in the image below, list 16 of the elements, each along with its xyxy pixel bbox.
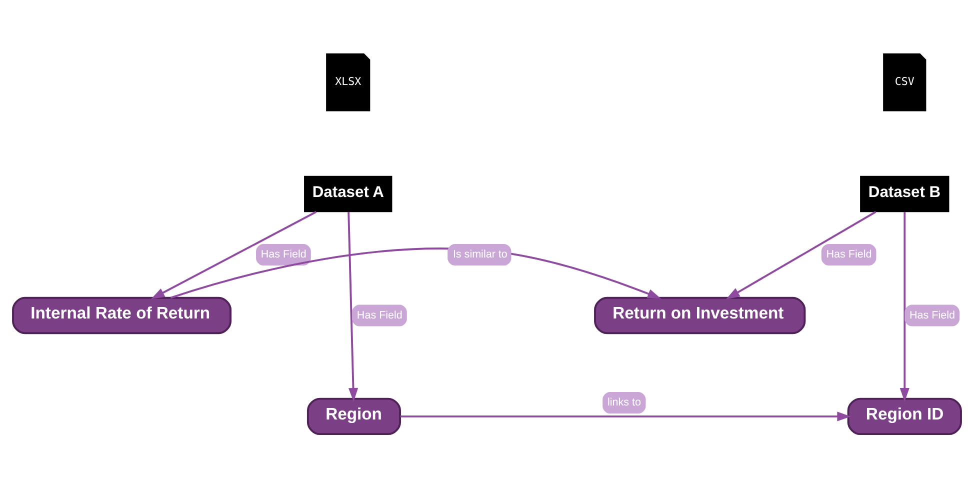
node-box: Internal Rate of Return <box>12 296 232 334</box>
node-box: Region ID <box>847 397 962 435</box>
edge-label: Is similar to <box>452 248 508 260</box>
edge-label: Has Field <box>260 248 306 260</box>
node-box: Return on Investment <box>594 296 806 334</box>
node-box: Dataset A <box>304 175 392 212</box>
arrow <box>150 210 317 299</box>
arrow <box>900 211 910 402</box>
edge-label: Has Field <box>356 308 402 321</box>
edge-label: Has Field <box>910 308 956 321</box>
arrow <box>348 211 358 402</box>
edge-label: links to <box>608 396 642 408</box>
node-box: Region <box>306 397 402 435</box>
arrow <box>400 411 851 421</box>
node-box: Dataset B <box>860 175 950 212</box>
edge-label: Has Field <box>826 248 872 260</box>
